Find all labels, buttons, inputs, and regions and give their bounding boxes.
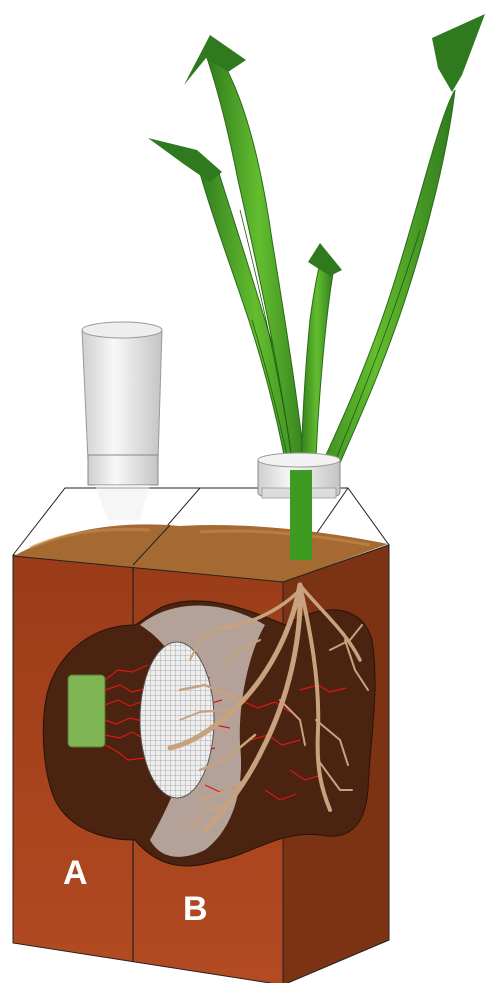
label-compartment-a: A — [63, 854, 88, 892]
leaf-small-tip — [308, 243, 342, 276]
inoculum-block — [68, 675, 105, 747]
mesh-barrier — [140, 642, 214, 798]
leaf-right-tip — [432, 14, 485, 92]
leaf-left-tip — [148, 138, 222, 182]
label-compartment-b: B — [183, 890, 208, 928]
